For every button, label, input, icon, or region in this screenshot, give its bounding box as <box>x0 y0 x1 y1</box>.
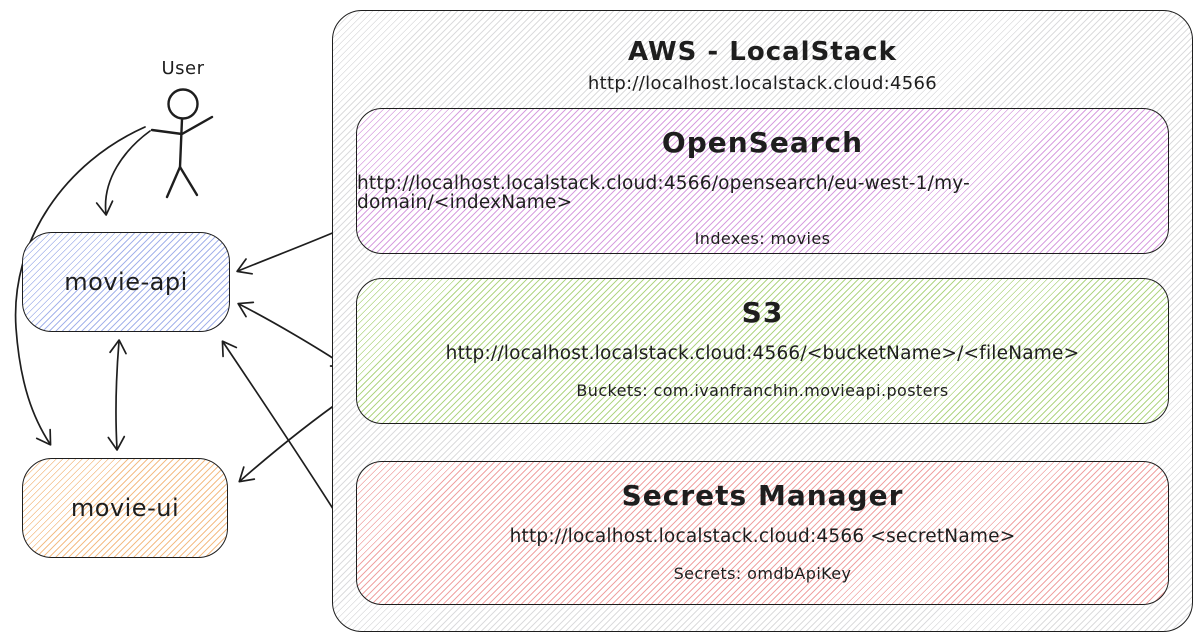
user-arms <box>150 115 214 136</box>
arrow-movie-api-movie-ui <box>107 339 127 451</box>
opensearch-url: http://localhost.localstack.cloud:4566/o… <box>357 173 970 213</box>
arrow-s3-to-movie-ui <box>238 396 347 483</box>
aws-localstack-url: http://localhost.localstack.cloud:4566 <box>587 73 938 94</box>
s3-buckets: Buckets: com.ivanfranchin.movieapi.poste… <box>576 380 949 400</box>
user-legs <box>165 165 199 199</box>
movie-api-label: movie-api <box>64 268 188 296</box>
s3-title: S3 <box>741 296 784 329</box>
opensearch-indexes: Indexes: movies <box>694 229 831 248</box>
user-head <box>167 88 199 120</box>
user-stick-figure <box>150 88 214 199</box>
opensearch-title: OpenSearch <box>661 126 864 159</box>
secrets-manager-box: Secrets Manager http://localhost.localst… <box>356 461 1169 605</box>
arrow-user-to-movie-api <box>95 130 151 216</box>
arrow-movie-api-s3 <box>237 301 347 368</box>
secrets-manager-title: Secrets Manager <box>621 479 904 512</box>
movie-api-node: movie-api <box>22 232 230 332</box>
secrets-manager-url: http://localhost.localstack.cloud:4566 <… <box>509 526 1016 547</box>
aws-localstack-container: AWS - LocalStack http://localhost.locals… <box>332 10 1193 632</box>
s3-box: S3 http://localhost.localstack.cloud:456… <box>356 278 1169 424</box>
opensearch-box: OpenSearch http://localhost.localstack.c… <box>356 108 1169 254</box>
user-body <box>178 117 184 169</box>
user-label: User <box>161 58 205 79</box>
s3-url: http://localhost.localstack.cloud:4566/<… <box>445 343 1080 364</box>
secrets-manager-secrets: Secrets: omdbApiKey <box>673 563 852 583</box>
aws-localstack-title: AWS - LocalStack <box>628 37 897 67</box>
arrow-secrets-manager-to-movie-api <box>221 340 345 527</box>
movie-ui-label: movie-ui <box>70 494 180 522</box>
movie-ui-node: movie-ui <box>22 458 228 558</box>
